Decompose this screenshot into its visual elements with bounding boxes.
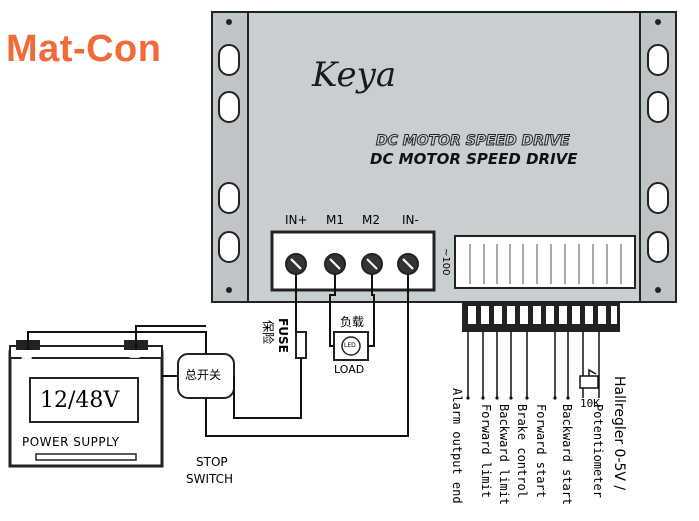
device-title-outline: DC MOTOR SPEED DRIVE [376, 133, 571, 149]
signal-connector [454, 235, 636, 332]
fuse-label-en: FUSE [276, 318, 290, 353]
battery-minus-sign: − [128, 347, 142, 366]
signal-label-forward-limit: Forward limit [479, 404, 493, 498]
signal-leads [467, 332, 600, 398]
terminal-side-label: ~100 [440, 248, 451, 276]
terminal-label-m2: M2 [362, 213, 380, 227]
terminal-label-in-minus: IN- [402, 213, 419, 227]
signal-label-backward-start: Backward start [560, 404, 574, 506]
switch-label: SWITCH [186, 472, 234, 486]
signal-label-forward-start: Forward start [534, 404, 548, 498]
hall-regulator-note: Hallregler 0-5V / [611, 376, 627, 491]
load-symbol: LED [344, 342, 356, 349]
device-title: DC MOTOR SPEED DRIVE [370, 150, 578, 168]
battery-plus-sign: + [20, 348, 34, 367]
signal-label-potentiometer: Potentiometer [591, 404, 605, 498]
load-label-en: LOAD [334, 363, 365, 376]
power-supply-label: POWER SUPPLY [22, 435, 120, 449]
terminal-label-m1: M1 [326, 213, 344, 227]
device-logo: Keya [312, 55, 397, 95]
battery-voltage: 12/48V [40, 388, 120, 413]
fuse [295, 331, 307, 359]
load-label-cn: 负载 [340, 315, 365, 329]
signal-label-alarm: Alarm output end [450, 388, 464, 504]
main-switch-label: 总开关 [185, 368, 222, 382]
terminal-label-in-plus: IN+ [285, 213, 308, 227]
battery [8, 340, 164, 468]
signal-label-backward-limit: Backward limit [497, 404, 511, 506]
potentiometer-value: 10K [580, 397, 600, 410]
stop-label: STOP [196, 455, 228, 469]
brand-watermark: Mat-Con [6, 28, 162, 70]
fuse-label-cn: 保险 [261, 320, 275, 345]
power-wiring [27, 274, 409, 437]
signal-label-brake: Brake control [515, 404, 529, 498]
